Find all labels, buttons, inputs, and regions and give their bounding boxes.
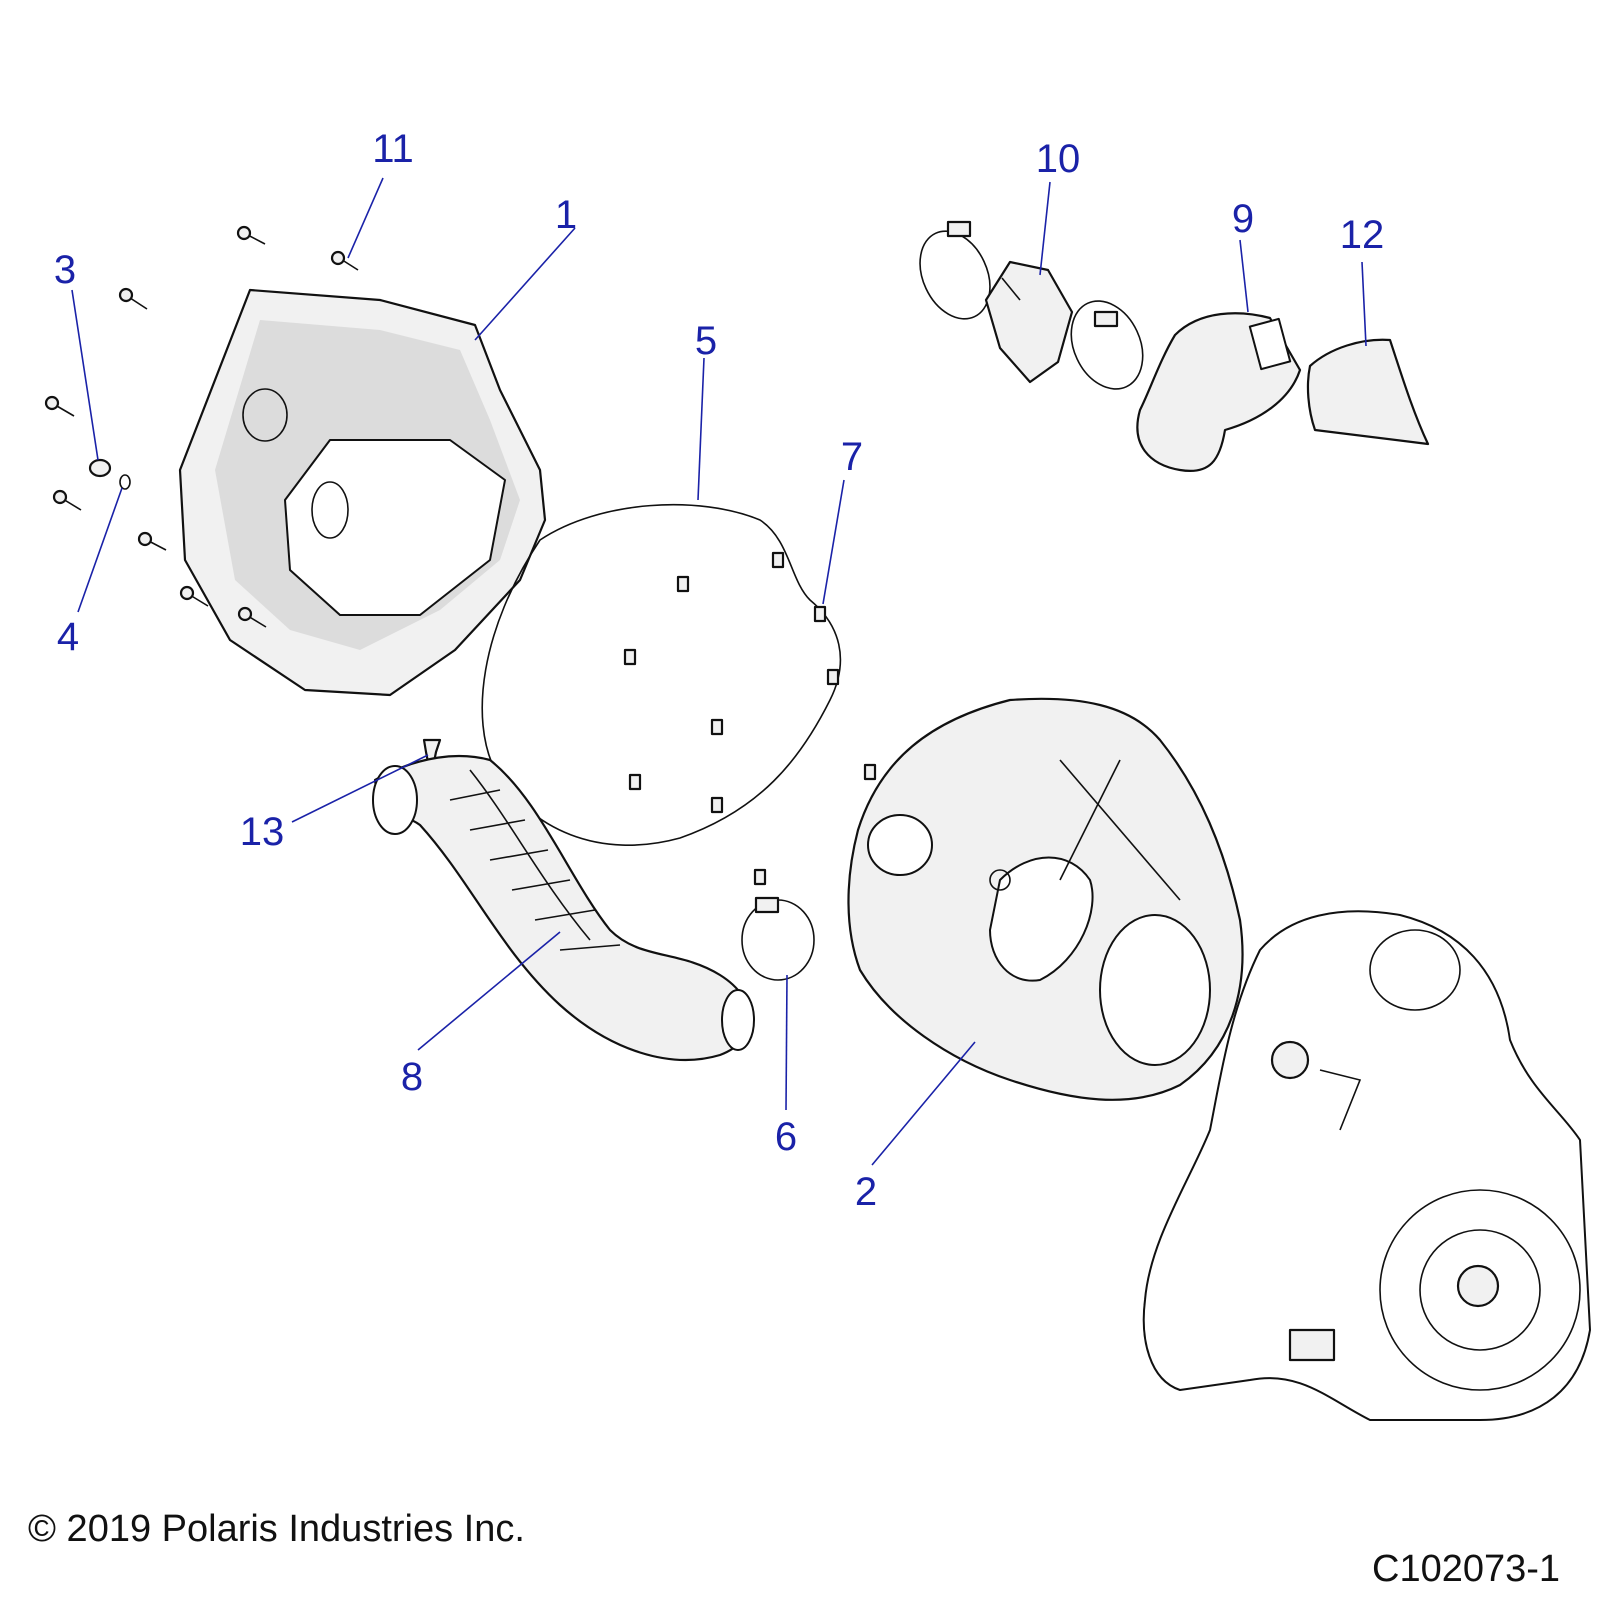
callout-3: 3 bbox=[54, 248, 76, 292]
intake-duct bbox=[372, 754, 755, 1062]
callout-labels: 1 2 3 4 5 6 7 8 9 10 11 12 13 bbox=[54, 127, 1384, 1214]
leader-lines bbox=[71, 177, 1367, 1166]
cover-seal bbox=[481, 503, 842, 846]
copyright-notice: © 2019 Polaris Industries Inc. bbox=[28, 1508, 525, 1550]
callout-7: 7 bbox=[841, 435, 863, 479]
callout-9: 9 bbox=[1232, 197, 1254, 241]
callout-4: 4 bbox=[57, 615, 79, 659]
callout-12: 12 bbox=[1340, 213, 1385, 257]
inner-clutch-cover bbox=[847, 697, 1244, 1101]
washer bbox=[119, 474, 131, 490]
cover-screws bbox=[44, 225, 359, 628]
hose-clamp bbox=[741, 896, 815, 981]
callout-13: 13 bbox=[240, 810, 285, 854]
duct-shield bbox=[1306, 338, 1430, 446]
callout-1: 1 bbox=[555, 193, 577, 237]
callout-2: 2 bbox=[855, 1170, 877, 1214]
transmission-case bbox=[1142, 910, 1591, 1421]
callout-8: 8 bbox=[401, 1055, 423, 1099]
nut bbox=[88, 458, 112, 478]
elbow-duct bbox=[1136, 312, 1302, 473]
callout-11: 11 bbox=[372, 127, 414, 171]
outer-clutch-cover bbox=[178, 288, 547, 697]
figure-id: C102073-1 bbox=[1372, 1548, 1561, 1590]
studs bbox=[623, 551, 877, 886]
callout-10: 10 bbox=[1036, 137, 1081, 181]
callout-6: 6 bbox=[775, 1115, 797, 1159]
clutch-boot bbox=[919, 220, 1144, 390]
callout-5: 5 bbox=[695, 319, 717, 363]
